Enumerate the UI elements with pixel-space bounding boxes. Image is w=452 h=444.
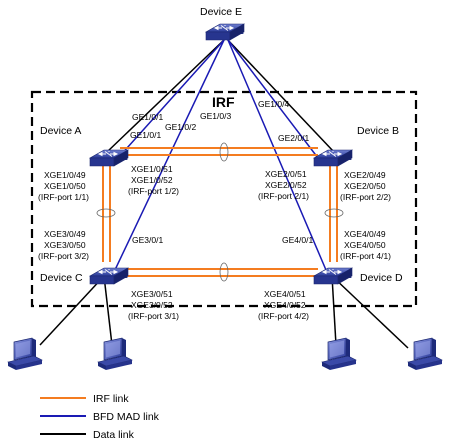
port-label: XGE1/0/52 xyxy=(131,175,173,185)
legend-irf-label: IRF link xyxy=(93,393,129,405)
device-e-label: Device E xyxy=(200,6,242,18)
irf-title: IRF xyxy=(212,94,235,110)
port-label: GE1/0/1 xyxy=(130,130,161,140)
port-label: XGE4/0/52 xyxy=(264,300,306,310)
port-label: GE3/0/1 xyxy=(132,235,163,245)
pc-icon[interactable] xyxy=(407,337,443,371)
port-label: GE1/0/3 xyxy=(200,111,231,121)
device-c-switch-icon[interactable] xyxy=(87,267,129,285)
irf-links xyxy=(102,147,338,277)
port-label: XGE2/0/50 xyxy=(344,181,386,191)
data-links xyxy=(39,37,409,349)
port-label: XGE1/0/50 xyxy=(44,181,86,191)
port-label: XGE4/0/49 xyxy=(344,229,386,239)
port-label: GE1/0/4 xyxy=(258,99,289,109)
device-b-label: Device B xyxy=(357,125,399,137)
port-label: GE1/0/1 xyxy=(132,112,163,122)
port-label: XGE3/0/51 xyxy=(131,289,173,299)
port-label: XGE1/0/49 xyxy=(44,170,86,180)
port-label: XGE4/0/50 xyxy=(344,240,386,250)
pc-icon[interactable] xyxy=(7,337,43,371)
irf-port-label: (IRF-port 4/2) xyxy=(258,311,309,321)
device-b-switch-icon[interactable] xyxy=(311,149,353,167)
device-d-switch-icon[interactable] xyxy=(311,267,353,285)
port-label: XGE3/0/52 xyxy=(131,300,173,310)
device-d-label: Device D xyxy=(360,272,403,284)
irf-boundary xyxy=(30,90,418,308)
legend: IRF link BFD MAD link Data link xyxy=(40,393,160,441)
device-a-switch-icon[interactable] xyxy=(87,149,129,167)
port-label: XGE3/0/50 xyxy=(44,240,86,250)
port-label: XGE2/0/52 xyxy=(265,180,307,190)
port-label: XGE4/0/51 xyxy=(264,289,306,299)
irf-port-label: (IRF-port 3/1) xyxy=(128,311,179,321)
legend-bfd-label: BFD MAD link xyxy=(93,411,160,423)
device-c-label: Device C xyxy=(40,272,83,284)
port-label: XGE1/0/51 xyxy=(131,164,173,174)
pc-icon[interactable] xyxy=(97,337,133,371)
port-label: GE1/0/2 xyxy=(165,122,196,132)
port-label: GE2/0/1 xyxy=(278,133,309,143)
pc-icon[interactable] xyxy=(321,337,357,371)
legend-data-label: Data link xyxy=(93,429,135,441)
irf-port-label: (IRF-port 4/1) xyxy=(340,251,391,261)
irf-port-label: (IRF-port 1/1) xyxy=(38,192,89,202)
port-label: XGE2/0/49 xyxy=(344,170,386,180)
irf-port-label: (IRF-port 3/2) xyxy=(38,251,89,261)
port-label: GE4/0/1 xyxy=(282,235,313,245)
aggregation-markers xyxy=(96,142,344,282)
device-e-switch-icon[interactable] xyxy=(203,23,245,41)
port-label: XGE2/0/51 xyxy=(265,169,307,179)
irf-port-label: (IRF-port 2/1) xyxy=(258,191,309,201)
port-label: XGE3/0/49 xyxy=(44,229,86,239)
irf-port-label: (IRF-port 1/2) xyxy=(128,186,179,196)
irf-port-label: (IRF-port 2/2) xyxy=(340,192,391,202)
device-a-label: Device A xyxy=(40,125,81,137)
